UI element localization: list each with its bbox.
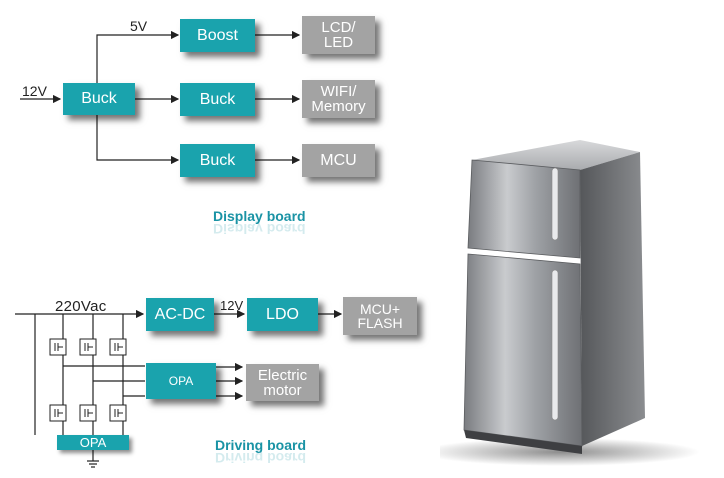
- rail-5v-label: 5V: [130, 18, 148, 34]
- refrigerator-image: [440, 140, 700, 466]
- opa-bottom-block: OPA: [57, 435, 129, 450]
- wifi-memory-block: WIFI/Memory: [302, 80, 375, 118]
- input-12v-label: 12V: [22, 83, 47, 99]
- mcu-block: MCU: [302, 144, 375, 177]
- ldo-block: LDO: [247, 298, 318, 331]
- switch-icons: [49, 338, 127, 422]
- rail-5v-wire: [96, 30, 180, 84]
- buck-block-2: Buck: [180, 83, 255, 116]
- input-220vac-label: 220Vac: [55, 298, 107, 315]
- buck-to-buck3-wire: [96, 114, 180, 165]
- buck-block-3: Buck: [180, 144, 255, 177]
- acdc-block: AC-DC: [146, 298, 214, 331]
- driving-board-caption: Driving board Driving board: [215, 437, 307, 466]
- boost-block: Boost: [180, 19, 255, 52]
- lcd-led-block: LCD/LED: [302, 16, 375, 54]
- dc-12v-label: 12V: [220, 298, 244, 313]
- opa-main-block: OPA: [146, 363, 216, 399]
- display-board-caption: Display board Display board: [213, 208, 306, 237]
- mcu-flash-block: MCU+FLASH: [343, 297, 417, 335]
- buck-main-block: Buck: [63, 83, 135, 115]
